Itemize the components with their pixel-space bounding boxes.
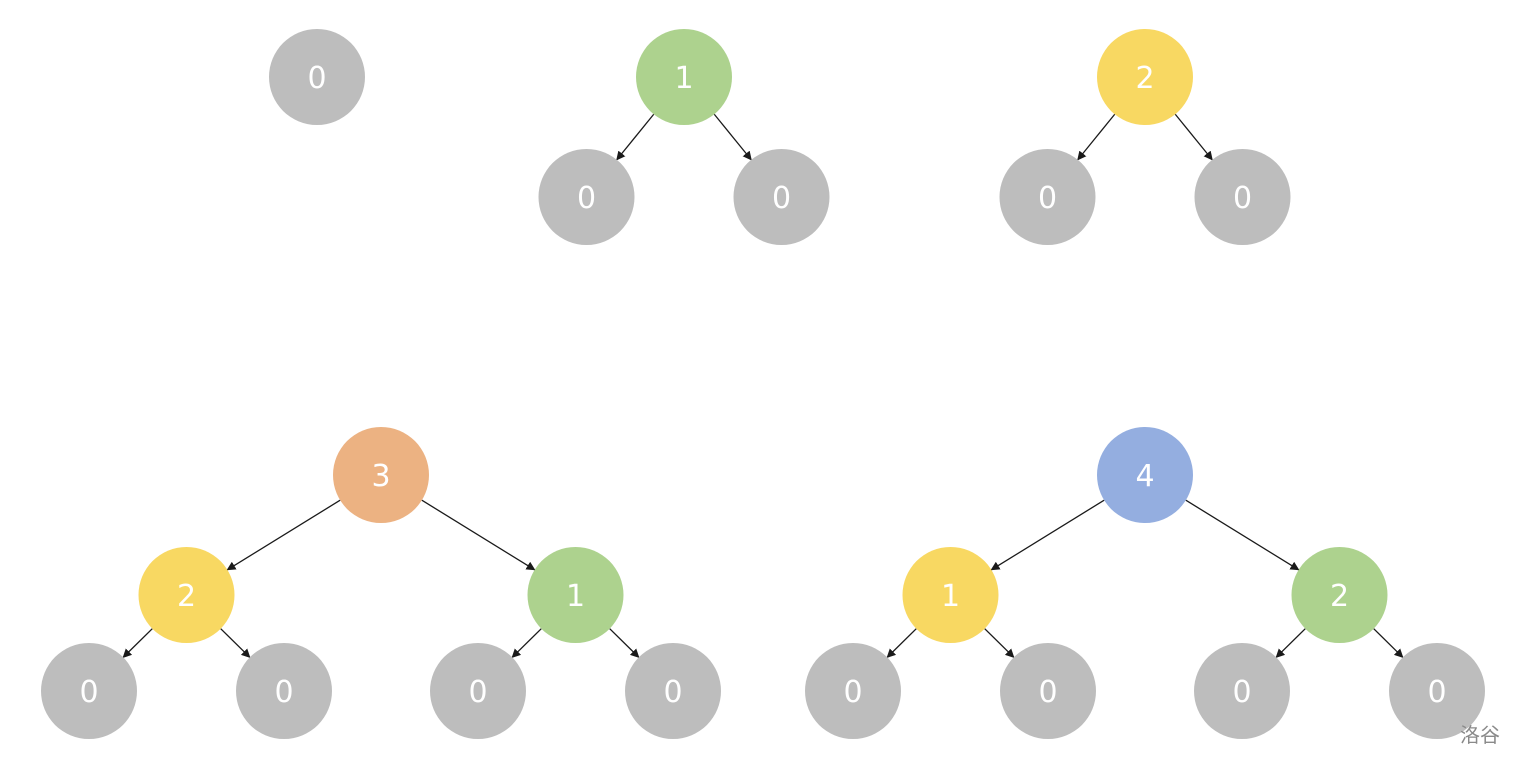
node-circle — [1291, 547, 1388, 643]
node-label: 1 — [941, 579, 960, 614]
tree-3-edge-arrow — [220, 628, 251, 658]
tree-4-node: 0 — [1389, 643, 1485, 739]
tree-4-edge-arrow — [1185, 499, 1300, 571]
tree-2-edge-arrow — [1174, 113, 1213, 161]
node-label: 0 — [577, 181, 596, 216]
node-circle — [733, 149, 830, 245]
node-label: 3 — [371, 459, 390, 494]
tree-1-node: 0 — [538, 149, 635, 245]
node-circle — [1097, 427, 1193, 523]
tree-3-node: 0 — [430, 643, 526, 739]
node-label: 0 — [307, 61, 326, 96]
node-circle — [41, 643, 137, 739]
tree-2-node: 0 — [1194, 149, 1291, 245]
tree-2-node: 2 — [1097, 29, 1193, 125]
tree-4-node: 1 — [902, 547, 999, 643]
node-circle — [999, 149, 1096, 245]
tree-2-edge-arrow — [1077, 113, 1116, 161]
tree-4-node: 0 — [1000, 643, 1096, 739]
tree-3-edge-arrow — [609, 628, 640, 658]
node-circle — [333, 427, 429, 523]
node-circle — [430, 643, 526, 739]
node-circle — [538, 149, 635, 245]
tree-1-node: 1 — [636, 29, 732, 125]
node-label: 0 — [772, 181, 791, 216]
node-circle — [1097, 29, 1193, 125]
tree-4-edge-arrow — [1373, 628, 1404, 658]
tree-4-node: 4 — [1097, 427, 1193, 523]
tree-1-edge-arrow — [713, 113, 752, 161]
node-label: 1 — [566, 579, 585, 614]
node-label: 1 — [674, 61, 693, 96]
node-circle — [625, 643, 721, 739]
node-label: 0 — [663, 675, 682, 710]
tree-4-node: 0 — [1194, 643, 1290, 739]
node-label: 0 — [468, 675, 487, 710]
tree-4-edge-arrow — [1275, 628, 1306, 658]
tree-4-edge-arrow — [990, 499, 1105, 571]
tree-3-node: 2 — [138, 547, 235, 643]
tree-3-node: 0 — [625, 643, 721, 739]
tree-3-edge-arrow — [421, 499, 536, 571]
tree-3-edge-arrow — [511, 628, 542, 658]
node-label: 2 — [177, 579, 196, 614]
watermark-text: 洛谷 — [1460, 723, 1500, 747]
node-circle — [1194, 149, 1291, 245]
node-label: 2 — [1135, 61, 1154, 96]
node-circle — [805, 643, 901, 739]
node-circle — [138, 547, 235, 643]
node-label: 0 — [1038, 675, 1057, 710]
tree-3-node: 0 — [236, 643, 332, 739]
node-circle — [1000, 643, 1096, 739]
node-circle — [269, 29, 365, 125]
tree-3-node: 0 — [41, 643, 137, 739]
tree-3-edge-arrow — [122, 628, 153, 658]
node-circle — [902, 547, 999, 643]
tree-1-node: 0 — [733, 149, 830, 245]
tree-0-node: 0 — [269, 29, 365, 125]
node-circle — [1194, 643, 1290, 739]
node-label: 0 — [1232, 675, 1251, 710]
node-label: 4 — [1135, 459, 1154, 494]
node-circle — [527, 547, 624, 643]
node-label: 0 — [274, 675, 293, 710]
node-label: 0 — [1233, 181, 1252, 216]
tree-4-edge-arrow — [886, 628, 917, 658]
node-label: 0 — [1427, 675, 1446, 710]
tree-3-node: 1 — [527, 547, 624, 643]
node-label: 0 — [843, 675, 862, 710]
node-label: 0 — [1038, 181, 1057, 216]
tree-1-edge-arrow — [616, 113, 655, 161]
tree-3-edge-arrow — [226, 499, 341, 571]
tree-3-node: 3 — [333, 427, 429, 523]
node-circle — [636, 29, 732, 125]
tree-4-edge-arrow — [984, 628, 1015, 658]
node-circle — [1389, 643, 1485, 739]
tree-4-node: 2 — [1291, 547, 1388, 643]
node-label: 2 — [1330, 579, 1349, 614]
tree-4-node: 0 — [805, 643, 901, 739]
tree-2-node: 0 — [999, 149, 1096, 245]
node-circle — [236, 643, 332, 739]
node-label: 0 — [79, 675, 98, 710]
